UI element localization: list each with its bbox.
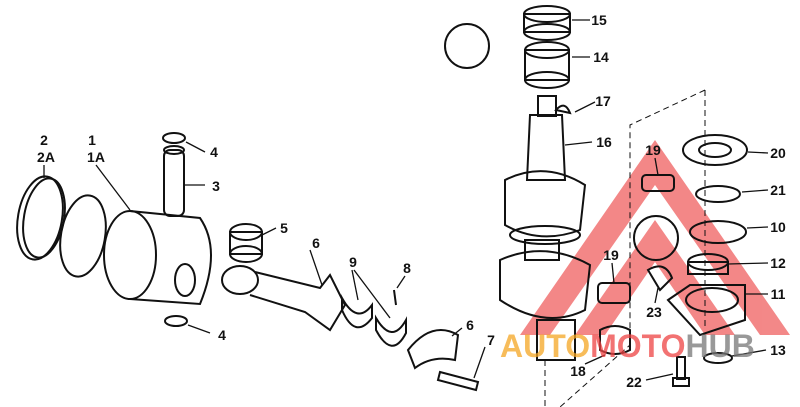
o-ring-10 bbox=[689, 220, 747, 244]
o-ring-13 bbox=[703, 352, 733, 364]
callout-3: 3 bbox=[212, 178, 220, 194]
watermark-text: AUTOMOTOHUB bbox=[500, 330, 755, 362]
callout-14: 14 bbox=[593, 49, 609, 65]
seal-detail-inset-top bbox=[444, 23, 490, 69]
watermark-hub: HUB bbox=[685, 328, 755, 364]
rod-bolt bbox=[436, 370, 480, 392]
dowel-pin-8 bbox=[393, 289, 397, 306]
callout-19-top: 19 bbox=[645, 142, 661, 158]
callout-2a: 2A bbox=[37, 149, 55, 165]
bearing-14 bbox=[524, 41, 570, 89]
callout-19-mid: 19 bbox=[603, 247, 619, 263]
callout-1a: 1A bbox=[87, 149, 105, 165]
connecting-rod bbox=[221, 265, 347, 332]
woodruff-key bbox=[554, 104, 572, 115]
screw-22 bbox=[672, 356, 690, 387]
rod-cap bbox=[406, 329, 460, 370]
callout-17: 17 bbox=[595, 93, 611, 109]
needle-bearing-5 bbox=[229, 223, 263, 263]
watermark-moto: MOTO bbox=[590, 328, 686, 364]
callout-21: 21 bbox=[770, 182, 786, 198]
callout-13: 13 bbox=[770, 342, 786, 358]
callout-20: 20 bbox=[770, 145, 786, 161]
watermark-auto: AUTO bbox=[500, 328, 591, 364]
bearing-cage-9b bbox=[375, 314, 407, 347]
callout-9: 9 bbox=[349, 254, 357, 270]
bearing-18 bbox=[599, 325, 631, 355]
callout-4-top: 4 bbox=[210, 144, 218, 160]
callout-7: 7 bbox=[487, 332, 495, 348]
retainer-ring-bottom bbox=[164, 315, 188, 327]
callout-18: 18 bbox=[570, 363, 586, 379]
callout-15: 15 bbox=[591, 12, 607, 28]
crankshaft bbox=[499, 95, 592, 361]
retaining-ring-21 bbox=[695, 185, 741, 203]
callout-22: 22 bbox=[626, 374, 642, 390]
bearing-half-23 bbox=[646, 265, 674, 292]
piston bbox=[103, 210, 212, 306]
ball-bearing-20 bbox=[682, 134, 748, 166]
seal-15 bbox=[523, 5, 571, 41]
seal-detail-inset-mid bbox=[633, 215, 679, 261]
callout-1: 1 bbox=[88, 132, 96, 148]
callout-5: 5 bbox=[280, 220, 288, 236]
callout-2: 2 bbox=[40, 132, 48, 148]
watermark-logo-triangle bbox=[520, 140, 790, 335]
callout-6-rod: 6 bbox=[312, 235, 320, 251]
callout-11: 11 bbox=[770, 286, 786, 302]
callout-23: 23 bbox=[646, 304, 662, 320]
piston-pin bbox=[163, 149, 185, 217]
leader-lines bbox=[43, 19, 769, 381]
piston-ring-2 bbox=[16, 175, 64, 261]
callout-8: 8 bbox=[403, 260, 411, 276]
callout-10: 10 bbox=[770, 219, 786, 235]
callout-6-cap: 6 bbox=[466, 317, 474, 333]
seal-12 bbox=[687, 253, 729, 275]
bearing-housing-11 bbox=[666, 284, 746, 337]
bearing-cage-9a bbox=[341, 294, 373, 329]
callout-4-bottom: 4 bbox=[218, 327, 226, 343]
callout-12: 12 bbox=[770, 255, 786, 271]
retainer-ring-top bbox=[162, 132, 186, 144]
callout-16: 16 bbox=[596, 134, 612, 150]
